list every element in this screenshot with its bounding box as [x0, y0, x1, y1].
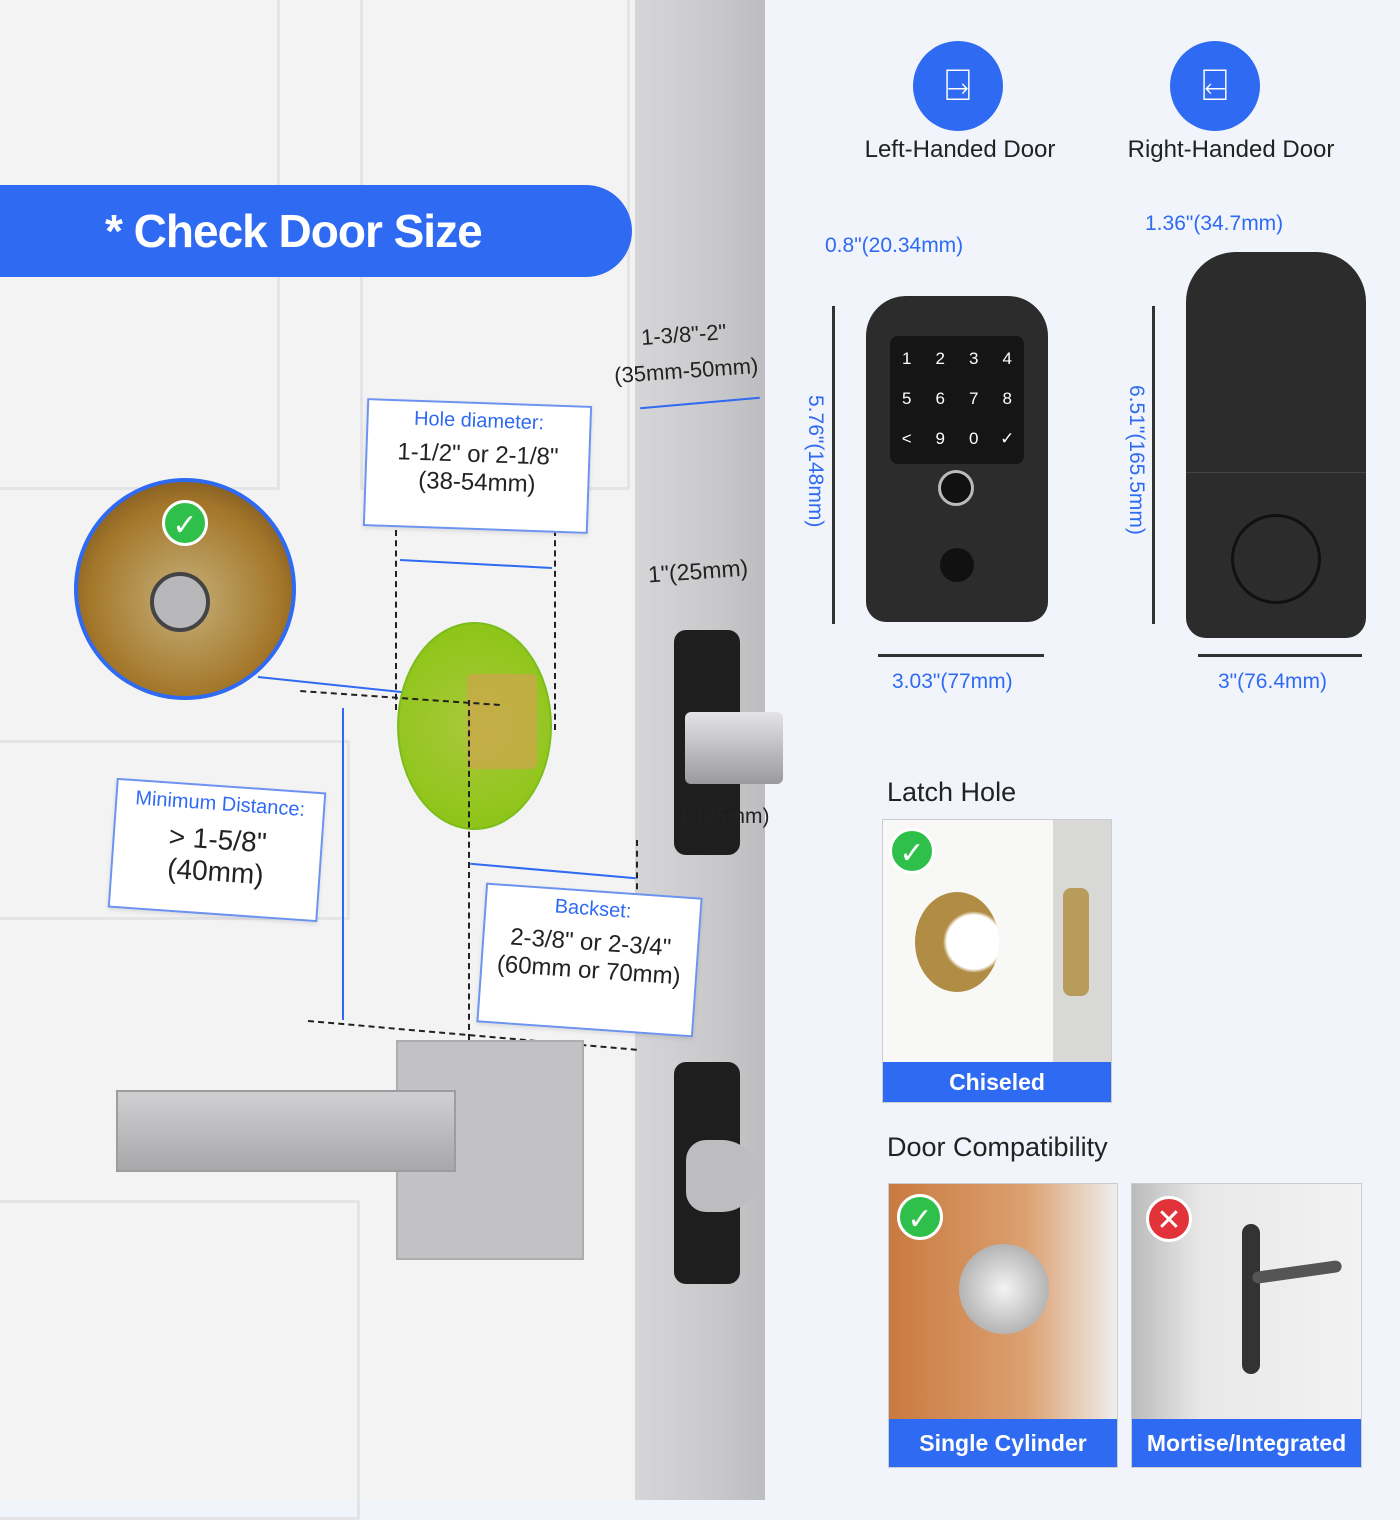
latch-mechanism	[467, 674, 537, 769]
compat-caption: Mortise/Integrated	[1132, 1419, 1361, 1467]
front-depth-label: 0.8"(20.34mm)	[825, 234, 964, 257]
left-handed-label: Left-Handed Door	[864, 136, 1056, 163]
latch-bolt	[685, 712, 783, 784]
back-height-label: 6.51"(165.5mm)	[1125, 385, 1148, 535]
height-arrow	[1152, 306, 1155, 624]
front-height-label: 5.76"(148mm)	[804, 395, 827, 528]
key: 6	[935, 389, 945, 408]
fingerprint-sensor-icon	[938, 470, 974, 506]
latch-hole-caption: Chiseled	[883, 1062, 1111, 1102]
min-distance-arrow	[342, 708, 344, 1020]
bore-hole	[915, 892, 999, 992]
mortise-lever	[1251, 1259, 1343, 1285]
compat-caption: Single Cylinder	[889, 1419, 1117, 1467]
mortise-handle	[1242, 1224, 1260, 1374]
door-panel	[0, 740, 350, 920]
key: 4	[1002, 349, 1012, 368]
latch-hole-title: Latch Hole	[887, 777, 1017, 807]
latch-height-label: 1"(25mm)	[678, 805, 770, 828]
callout-title: Minimum Distance:	[134, 787, 306, 822]
keyhole-icon	[940, 548, 974, 582]
key: <	[901, 429, 912, 448]
keypad-row: 1 2 3 4	[890, 348, 1024, 370]
callout-title: Backset:	[554, 895, 633, 923]
key: 2	[935, 349, 945, 368]
key: 3	[969, 349, 979, 368]
left-handed-door-icon: ⍈	[913, 41, 1003, 131]
latch-bolt-lower	[686, 1140, 758, 1212]
backset-callout: Backset: 2-3/8" or 2-3/4" (60mm or 70mm)	[476, 882, 703, 1038]
latch-hole-photo: ✓ Chiseled	[882, 819, 1112, 1103]
right-handed-label: Right-Handed Door	[1127, 136, 1335, 163]
compatibility-title: Door Compatibility	[887, 1132, 1108, 1162]
guide-line	[395, 530, 397, 710]
key: 0	[969, 429, 979, 448]
min-distance-callout: Minimum Distance: > 1-5/8" (40mm)	[107, 777, 327, 923]
latch-mortise	[1063, 888, 1089, 996]
hole-diameter-callout: Hole diameter: 1-1/2" or 2-1/8" (38-54mm…	[362, 398, 593, 534]
width-arrow	[878, 654, 1044, 657]
key: ✓	[1000, 429, 1015, 448]
check-icon: ✓	[897, 1194, 943, 1240]
thumb-turn	[1231, 514, 1321, 604]
back-lock-interior	[1186, 252, 1366, 638]
latch-bolt	[150, 572, 210, 632]
keypad: 1 2 3 4 5 6 7 8 <9 0 ✓	[890, 336, 1024, 464]
check-icon: ✓	[889, 828, 935, 874]
lever-handle	[116, 1090, 456, 1172]
door-thickness-label: 1-3/8"-2" (35mm-50mm)	[598, 316, 772, 390]
right-handed-door-icon: ⍇	[1170, 41, 1260, 131]
front-width-label: 3.03"(77mm)	[892, 670, 1013, 693]
cross-icon: ✕	[1146, 1196, 1192, 1242]
key: 1	[902, 349, 912, 368]
deadbolt-cylinder	[959, 1244, 1049, 1334]
width-arrow	[1198, 654, 1362, 657]
front-lock-keypad: 1 2 3 4 5 6 7 8 <9 0 ✓	[866, 296, 1048, 622]
guide-line	[468, 700, 470, 1040]
callout-title: Hole diameter:	[413, 407, 545, 435]
keypad-row: <9 0 ✓	[890, 428, 1024, 450]
key: 7	[969, 389, 979, 408]
key: 9	[935, 429, 945, 448]
guide-line	[554, 530, 556, 730]
key: 8	[1002, 389, 1012, 408]
keypad-row: 5 6 7 8	[890, 388, 1024, 410]
latch-closeup: ✓	[74, 478, 296, 700]
back-width-label: 3"(76.4mm)	[1218, 670, 1327, 693]
key: 5	[902, 389, 912, 408]
guide-line	[636, 840, 638, 900]
bore-hole	[397, 622, 552, 830]
mortise-photo: ✕ Mortise/Integrated	[1131, 1183, 1362, 1468]
height-arrow	[832, 306, 835, 624]
page-title: * Check Door Size	[0, 185, 632, 277]
battery-cover-seam	[1186, 472, 1366, 473]
back-depth-label: 1.36"(34.7mm)	[1145, 212, 1284, 235]
door-panel	[0, 1200, 360, 1520]
check-icon: ✓	[162, 500, 208, 546]
single-cylinder-photo: ✓ Single Cylinder	[888, 1183, 1118, 1468]
